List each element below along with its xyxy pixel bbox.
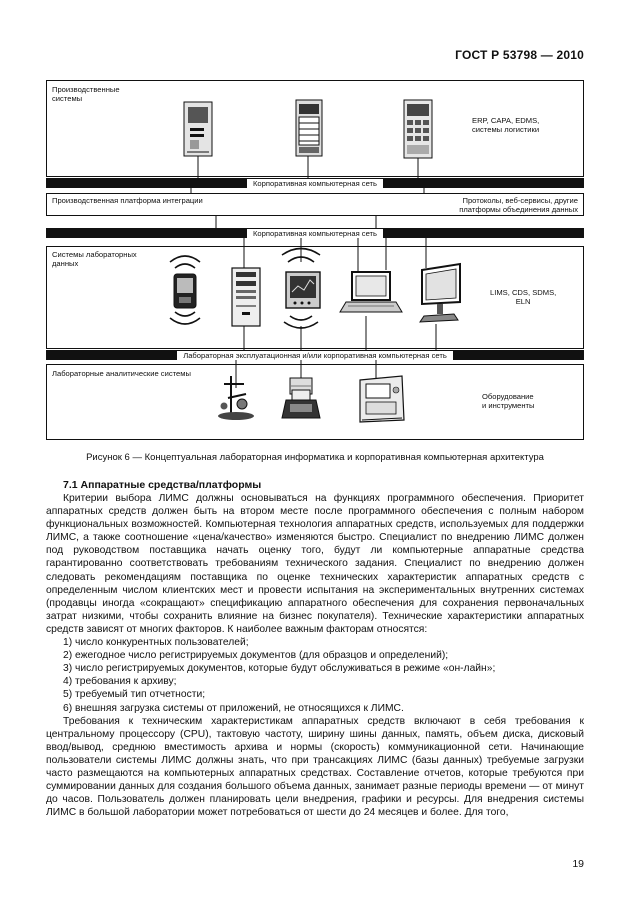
server-icon <box>295 99 323 157</box>
lab-instrument-icon <box>218 376 254 420</box>
list-item: 5) требуемый тип отчетности; <box>63 689 206 701</box>
architecture-figure: Корпоративная компьютерная сеть Корпорат… <box>46 80 584 440</box>
network-bar-corporate-2: Корпоративная компьютерная сеть <box>46 228 584 238</box>
paragraph: Требования к техническим характеристикам… <box>46 715 584 819</box>
zone-frame-production <box>46 80 584 177</box>
paragraph: Критерии выбора ЛИМС должны основываться… <box>46 493 584 635</box>
wireless-monitor-icon <box>281 247 321 329</box>
zone-label-production: Производственные системы <box>52 85 120 103</box>
page-number: 19 <box>572 858 584 870</box>
analytical-balance-icon <box>281 377 321 419</box>
wireless-handheld-icon <box>169 255 201 325</box>
list-item: 2) ежегодное число регистрируемых докуме… <box>63 650 449 662</box>
zone-label-lab-analytical: Лабораторные аналитические системы <box>52 369 191 378</box>
zone-frame-lab-data <box>46 246 584 349</box>
desktop-monitor-icon <box>419 262 461 323</box>
list-item: 6) внешняя загрузка системы от приложени… <box>63 702 404 714</box>
network-bar-corporate-1: Корпоративная компьютерная сеть <box>46 178 584 188</box>
figure-caption: Рисунок 6 — Концептуальная лабораторная … <box>86 452 544 463</box>
document-id-header: ГОСТ Р 53798 — 2010 <box>455 48 584 62</box>
zone-frame-integration <box>46 193 584 216</box>
laptop-icon <box>339 271 403 313</box>
server-icon <box>183 101 213 157</box>
list-item: 3) число регистрируемых документов, кото… <box>63 663 496 675</box>
tower-pc-icon <box>231 267 261 327</box>
zone-desc-production: ERP, CAPA, EDMS, системы логистики <box>472 116 540 134</box>
server-icon <box>403 99 433 159</box>
zone-desc-lab-data: LIMS, CDS, SDMS, ELN <box>490 288 557 306</box>
network-bar-lab: Лабораторная эксплуатационная и/или корп… <box>46 350 584 360</box>
zone-frame-lab-analytical <box>46 364 584 440</box>
network-label-corporate-1: Корпоративная компьютерная сеть <box>245 178 384 188</box>
architecture-diagram <box>46 80 584 440</box>
network-label-corporate-2: Корпоративная компьютерная сеть <box>245 228 384 238</box>
analyzer-instrument-icon <box>359 375 405 423</box>
network-label-lab: Лабораторная эксплуатационная и/или корп… <box>176 350 454 360</box>
list-item: 1) число конкурентных пользователей; <box>63 637 249 649</box>
body-text: Критерии выбора ЛИМС должны основываться… <box>46 492 584 819</box>
zone-label-integration: Производственная платформа интеграции <box>52 196 203 205</box>
section-title: 7.1 Аппаратные средства/платформы <box>63 479 262 491</box>
zone-desc-integration: Протоколы, веб-сервисы, другие платформы… <box>459 196 578 214</box>
zone-label-lab-data: Системы лабораторных данных <box>52 250 137 268</box>
zone-desc-lab-analytical: Оборудование и инструменты <box>482 392 535 410</box>
list-item: 4) требования к архиву; <box>63 676 177 688</box>
